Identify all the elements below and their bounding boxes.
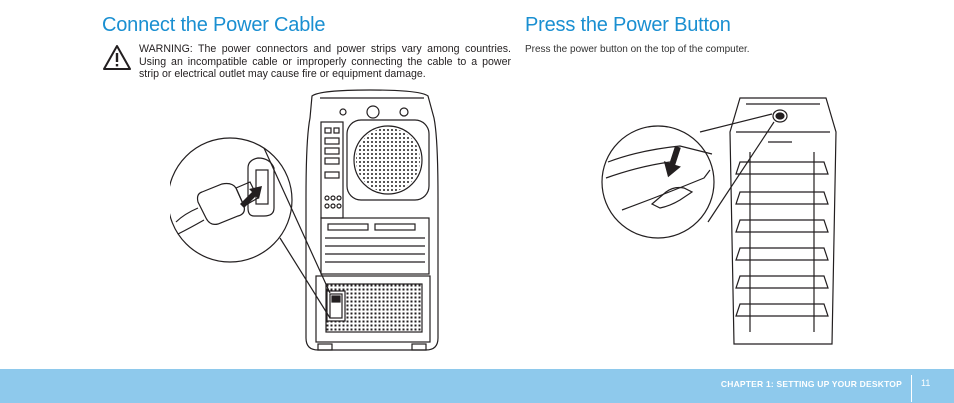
chapter-label: CHAPTER 1: SETTING UP YOUR DESKTOP bbox=[720, 379, 902, 389]
section-title-press-power: Press the Power Button bbox=[525, 14, 731, 36]
warning-text: The power connectors and power strips va… bbox=[139, 43, 511, 81]
warning-icon bbox=[103, 45, 131, 70]
page-number: 11 bbox=[921, 378, 931, 388]
footer-bar: CHAPTER 1: SETTING UP YOUR DESKTOP 11 bbox=[0, 369, 954, 403]
computer-front-illustration bbox=[601, 97, 837, 345]
section-title-connect-power: Connect the Power Cable bbox=[102, 14, 326, 36]
warning-label: WARNING: bbox=[139, 43, 193, 55]
computer-rear-illustration bbox=[170, 89, 439, 351]
warning-paragraph: WARNING: The power connectors and power … bbox=[139, 43, 511, 81]
footer-divider bbox=[911, 375, 912, 402]
press-power-instructions: Press the power button on the top of the… bbox=[525, 44, 750, 55]
